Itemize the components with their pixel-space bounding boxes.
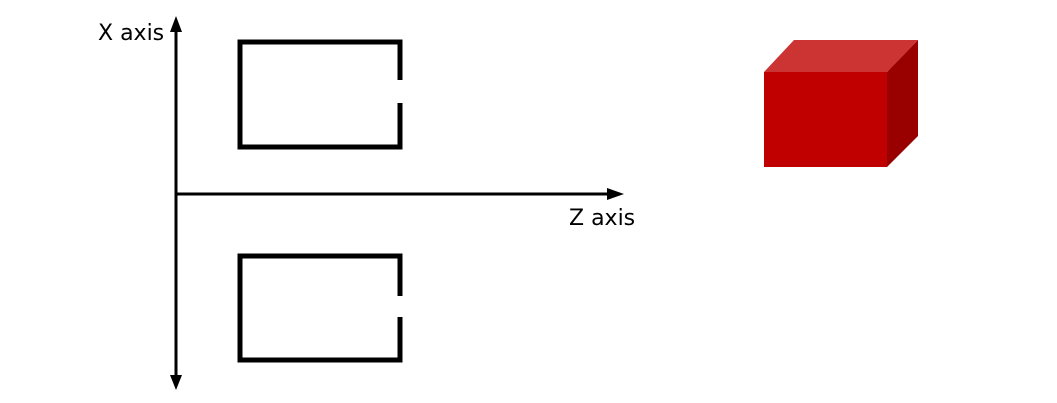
x-axis-label: X axis bbox=[98, 21, 164, 46]
vertical-axis-arrow-down bbox=[170, 375, 182, 390]
horizontal-axis-arrow-right bbox=[607, 188, 624, 200]
lower-bracket bbox=[237, 253, 403, 363]
cube-top-face bbox=[764, 40, 918, 72]
vertical-axis bbox=[170, 16, 182, 390]
cube-front-face bbox=[764, 72, 887, 167]
red-cube bbox=[764, 40, 918, 167]
horizontal-axis bbox=[176, 188, 624, 200]
cube-side-face bbox=[887, 40, 918, 167]
upper-bracket bbox=[237, 39, 403, 150]
vertical-axis-arrow-up bbox=[170, 16, 182, 32]
z-axis-label: Z axis bbox=[569, 206, 635, 231]
